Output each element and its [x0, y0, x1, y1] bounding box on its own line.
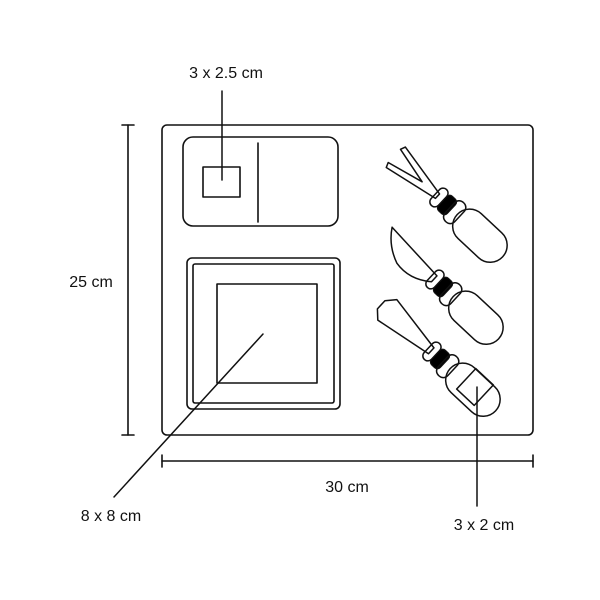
- square-dish: [186, 257, 341, 410]
- fork-band: [436, 194, 458, 216]
- width-dimension: [161, 454, 534, 468]
- cheese-knife: [390, 226, 504, 345]
- top-compartment: [182, 136, 339, 227]
- width-label: 30 cm: [325, 479, 369, 496]
- knife-band: [432, 276, 454, 298]
- cheese-spreader: [376, 298, 501, 417]
- spreader-band: [429, 348, 451, 370]
- top-compartment-label: 3 x 2.5 cm: [189, 65, 263, 82]
- square-dish-label: 8 x 8 cm: [81, 508, 141, 525]
- height-label: 25 cm: [69, 274, 113, 291]
- knife-handle-label: 3 x 2 cm: [454, 517, 514, 534]
- leader-square-dish: [113, 333, 264, 498]
- height-dimension: [121, 124, 135, 436]
- board-outline: [161, 124, 534, 436]
- handle-inset: [455, 367, 495, 407]
- cheese-fork: [385, 146, 508, 263]
